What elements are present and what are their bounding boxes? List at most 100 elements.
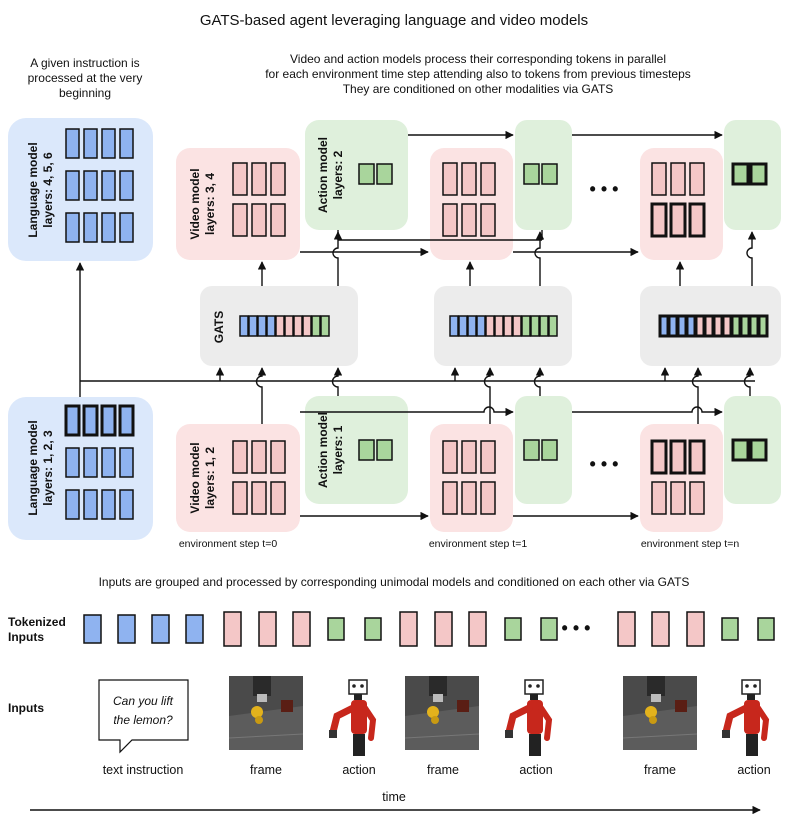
video-token — [689, 481, 705, 515]
gats-green-token — [730, 314, 742, 338]
video-token — [669, 439, 687, 475]
tokenized-blue-token — [185, 614, 204, 644]
step-label-t0: environment step t=0 — [179, 538, 278, 550]
gats-green-token — [521, 315, 531, 337]
gats-blue-token — [239, 315, 249, 337]
gats-blue-token — [476, 315, 486, 337]
video-token — [251, 162, 267, 196]
video-model-bottom-label-1: Video model — [188, 442, 202, 513]
language-token — [65, 489, 80, 520]
tokenized-green-token — [364, 617, 382, 641]
action-token — [376, 439, 393, 461]
action-token — [541, 163, 558, 185]
language-model-bottom-label-2: layers: 1, 2, 3 — [41, 430, 55, 506]
language-token — [100, 404, 117, 437]
language-token — [101, 128, 116, 159]
language-token — [101, 212, 116, 243]
gats-blue-token — [458, 315, 468, 337]
robot-arm-icon — [505, 679, 553, 756]
video-token — [442, 481, 458, 515]
input-caption: action — [519, 763, 552, 777]
left-note-line-1: A given instruction is — [30, 56, 139, 70]
tokenized-label-2: Inputs — [8, 630, 44, 644]
video-token — [461, 440, 477, 474]
action-token — [731, 438, 750, 462]
gats-pink-token — [503, 315, 513, 337]
action-model-bottom-label-2: layers: 1 — [331, 425, 345, 474]
top-note-line-1: Video and action models process their co… — [290, 52, 666, 66]
language-token — [118, 404, 135, 437]
robot-scene-frame-icon — [228, 676, 304, 750]
video-token — [442, 162, 458, 196]
action-model-top-label-2: layers: 2 — [331, 150, 345, 199]
left-note-line-3: beginning — [59, 86, 111, 100]
input-caption: frame — [644, 763, 676, 777]
language-token — [119, 128, 134, 159]
gats-green-token — [311, 315, 321, 337]
action-token — [523, 163, 540, 185]
video-model-bottom-t1 — [430, 424, 513, 532]
language-model-bottom-label-1: Language model — [26, 420, 40, 515]
tokenized-pink-token — [223, 611, 242, 647]
action-model-bottom-t0: Action model layers: 1 — [305, 396, 408, 504]
inputs-label: Inputs — [8, 701, 44, 715]
tokenized-green-token — [504, 617, 522, 641]
language-token — [101, 489, 116, 520]
gats-blue-token — [467, 315, 477, 337]
language-token — [119, 489, 134, 520]
tokenized-pink-token — [399, 611, 418, 647]
gats-pink-token — [494, 315, 504, 337]
video-token — [442, 440, 458, 474]
gats-pink-token — [485, 315, 495, 337]
speech-bubble: Can you lift the lemon? — [98, 679, 189, 754]
video-token — [461, 162, 477, 196]
action-token — [523, 439, 540, 461]
gats-green-token — [530, 315, 540, 337]
language-token — [82, 404, 99, 437]
video-token — [232, 162, 248, 196]
gats-pink-token — [712, 314, 724, 338]
video-token — [232, 481, 248, 515]
time-label: time — [382, 790, 406, 804]
video-token — [270, 203, 286, 237]
video-model-bottom-label-2: layers: 1, 2 — [203, 447, 217, 509]
gats-green-token — [748, 314, 760, 338]
video-token — [480, 203, 496, 237]
language-token — [83, 447, 98, 478]
video-token — [270, 440, 286, 474]
gats-blue-token — [248, 315, 258, 337]
video-token — [232, 203, 248, 237]
video-token — [270, 481, 286, 515]
tokenized-pink-token — [617, 611, 636, 647]
gats-blue-token — [667, 314, 679, 338]
video-model-top-label-2: layers: 3, 4 — [203, 173, 217, 235]
tokenized-green-token — [721, 617, 739, 641]
step-label-tn: environment step t=n — [641, 538, 740, 550]
tokenized-blue-token — [151, 614, 170, 644]
gats-green-token — [739, 314, 751, 338]
language-token — [83, 489, 98, 520]
video-token — [480, 162, 496, 196]
gats-pink-token — [703, 314, 715, 338]
video-token — [688, 439, 706, 475]
video-token — [461, 481, 477, 515]
video-token — [669, 202, 687, 238]
gats-pink-token — [302, 315, 312, 337]
language-token — [119, 212, 134, 243]
robot-scene-frame-icon — [404, 676, 480, 750]
tokenized-pink-token — [258, 611, 277, 647]
language-token — [65, 447, 80, 478]
input-caption: action — [342, 763, 375, 777]
tokenized-pink-token — [434, 611, 453, 647]
video-token — [670, 481, 686, 515]
language-token — [65, 212, 80, 243]
video-model-top-label-1: Video model — [188, 168, 202, 239]
tokenized-blue-token — [117, 614, 136, 644]
action-token — [749, 162, 768, 186]
action-token — [358, 163, 375, 185]
action-token — [541, 439, 558, 461]
gats-pink-token — [694, 314, 706, 338]
gats-pink-token — [275, 315, 285, 337]
language-token — [83, 170, 98, 201]
